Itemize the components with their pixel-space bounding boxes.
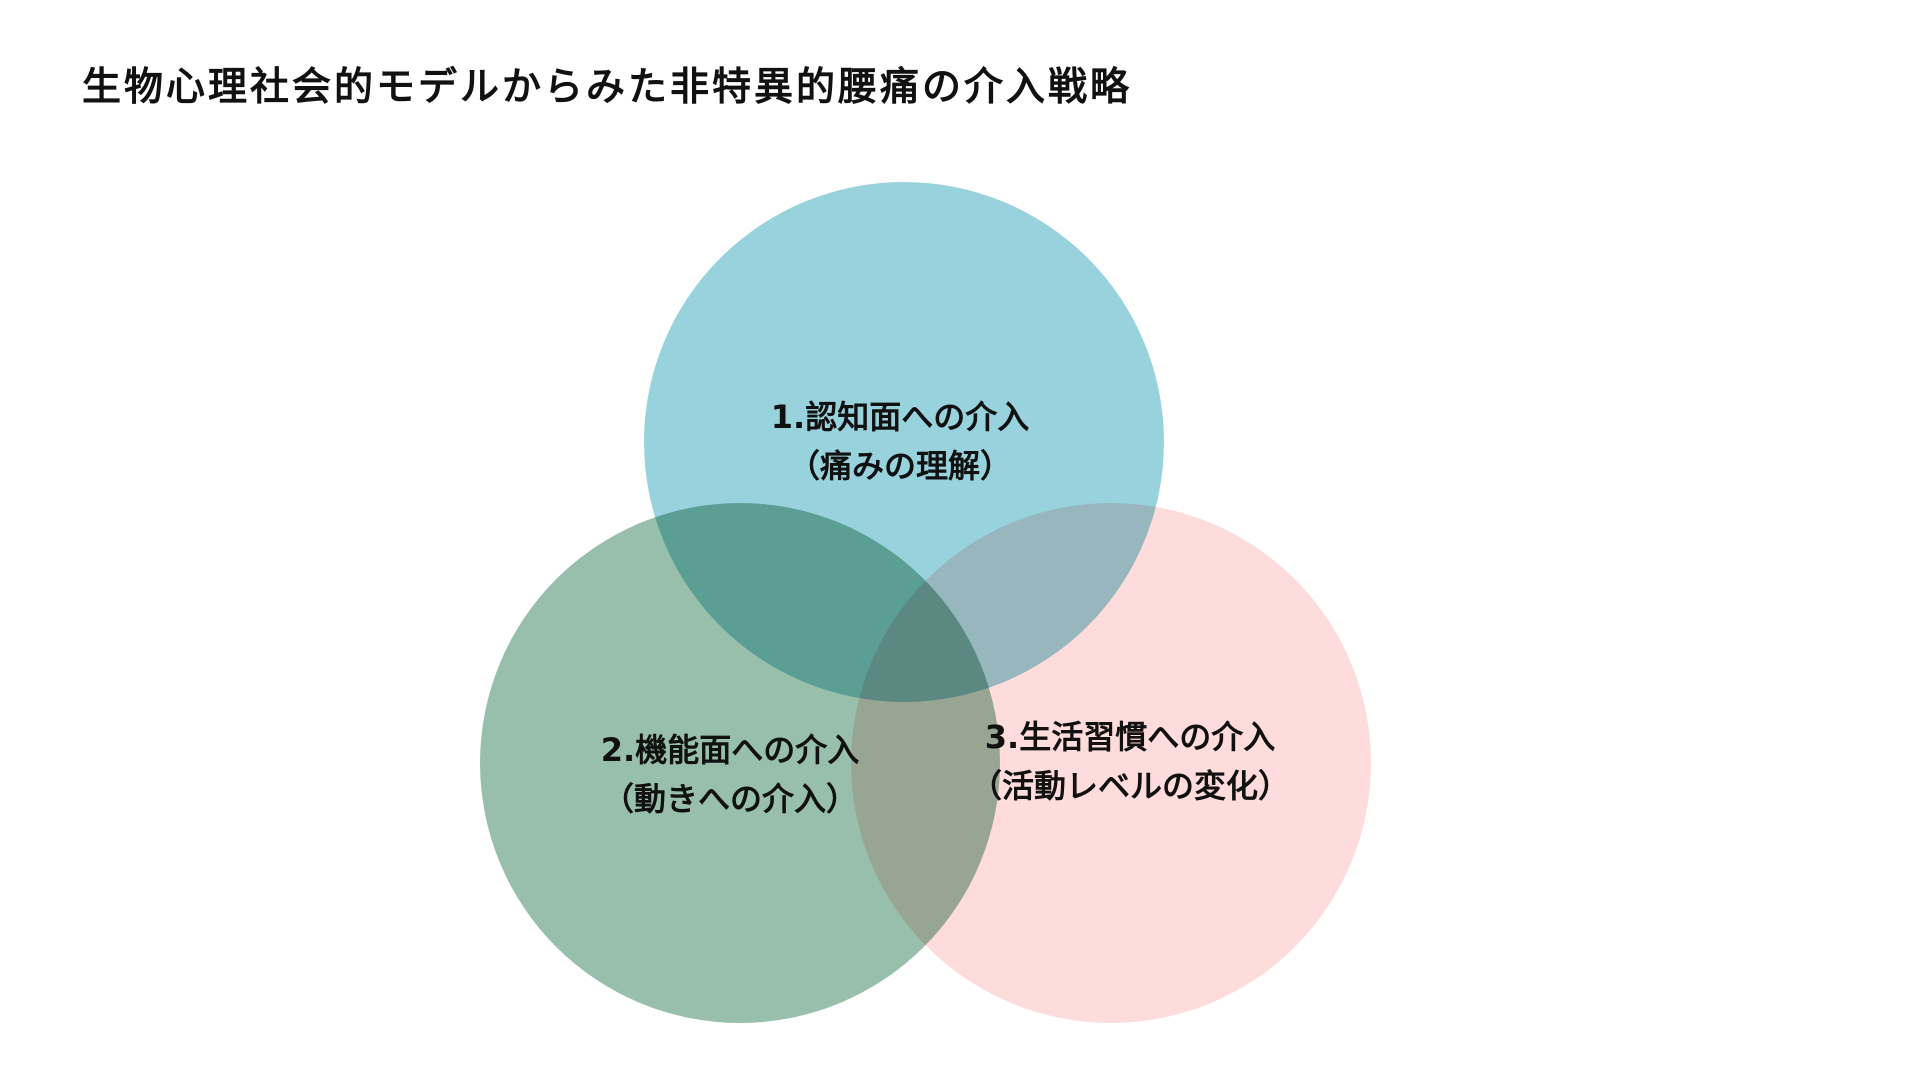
venn-label-functional-title: 2.機能面への介入 [600, 731, 860, 769]
venn-label-lifestyle-sub: （活動レベルの変化） [969, 767, 1290, 805]
venn-circle-functional [480, 503, 1000, 1023]
venn-label-functional-sub: （動きへの介入） [601, 780, 858, 818]
venn-label-cognitive-sub: （痛みの理解） [787, 447, 1012, 485]
page-title: 生物心理社会的モデルからみた非特異的腰痛の介入戦略 [82, 65, 1133, 110]
venn-label-cognitive-title: 1.認知面への介入 [770, 398, 1030, 436]
venn-label-lifestyle-title: 3.生活習慣への介入 [984, 718, 1276, 756]
venn-label-lifestyle: 3.生活習慣への介入 （活動レベルの変化） [900, 713, 1360, 811]
venn-label-functional: 2.機能面への介入 （動きへの介入） [520, 726, 940, 824]
venn-circle-lifestyle [851, 503, 1371, 1023]
venn-label-cognitive: 1.認知面への介入 （痛みの理解） [700, 393, 1100, 491]
